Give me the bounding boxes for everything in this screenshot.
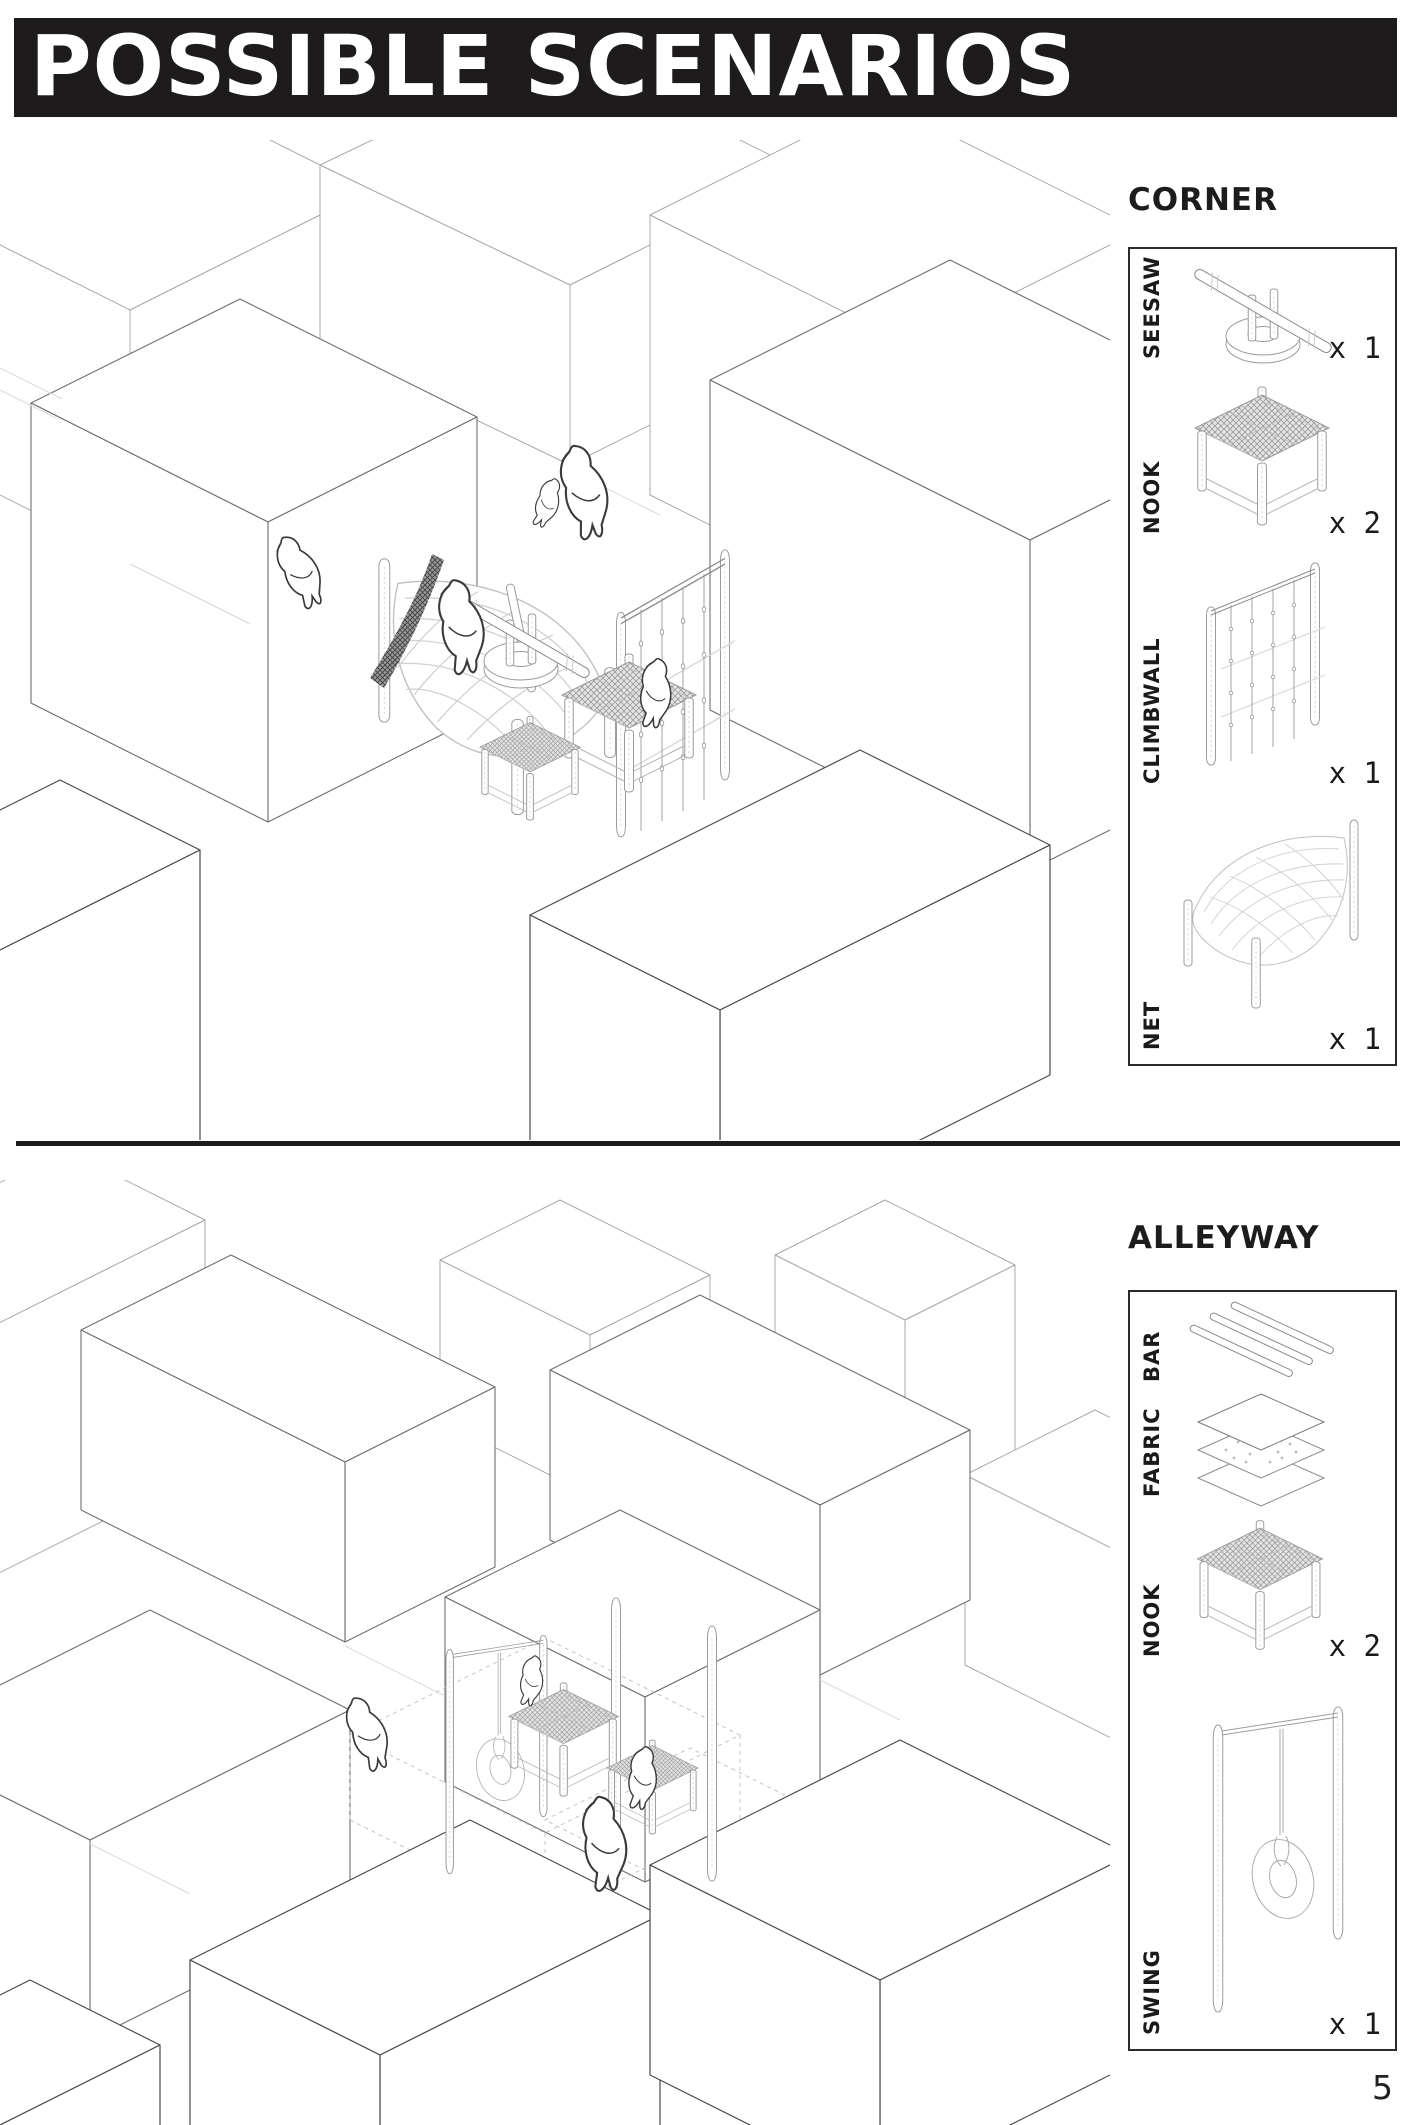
corner-scene-drawing <box>0 140 1110 1140</box>
legend-item-bar: BAR <box>1130 1292 1395 1392</box>
net-edge-hatch <box>370 554 444 688</box>
legend-item-seesaw: SEESAW x 1 <box>1130 249 1395 369</box>
page-number: 5 <box>1372 2068 1393 2107</box>
alley-post <box>706 1624 718 1883</box>
seesaw-icon <box>1178 251 1348 369</box>
alley-buildings-near <box>0 1739 1110 2125</box>
legend-count: x 1 <box>1328 756 1381 790</box>
corner-buildings-mid <box>30 259 1110 871</box>
corner-equipment <box>370 550 735 837</box>
climbwall-icon <box>1178 549 1348 789</box>
corner-legend-box: SEESAW x 1 NOOK x 2 CLIMBWALL x 1 NET x … <box>1128 247 1397 1066</box>
alley-street-lines <box>89 1645 901 1895</box>
legend-count: x 2 <box>1328 506 1381 540</box>
bird-icon <box>528 474 568 531</box>
alleyway-scene-drawing <box>0 1180 1110 2125</box>
legend-label: SWING <box>1140 1949 1164 2035</box>
bar-icon <box>1188 1300 1336 1379</box>
section-heading-corner: CORNER <box>1128 182 1278 218</box>
corner-street-lines <box>0 367 1031 931</box>
nook-icon <box>1182 381 1342 531</box>
page-title: POSSIBLE SCENARIOS <box>30 17 1077 115</box>
legend-label: NET <box>1140 1000 1164 1050</box>
net-icon <box>1166 812 1366 1032</box>
legend-count: x 1 <box>1328 331 1381 365</box>
corner-buildings-near <box>0 749 1051 1140</box>
nook-icon <box>1185 1515 1335 1655</box>
swing-icon <box>1185 1687 1365 2017</box>
legend-label: NOOK <box>1140 460 1164 534</box>
legend-label: BAR <box>1140 1330 1164 1382</box>
legend-item-nook: NOOK x 2 <box>1130 369 1395 544</box>
legend-item-climbwall: CLIMBWALL x 1 <box>1130 544 1395 794</box>
fabric-icon <box>1197 1393 1325 1507</box>
section-divider <box>16 1141 1400 1146</box>
legend-item-net: NET x 1 <box>1130 794 1395 1060</box>
legend-count: x 2 <box>1328 1629 1381 1663</box>
legend-label: SEESAW <box>1140 255 1164 359</box>
section-heading-alleyway: ALLEYWAY <box>1128 1220 1320 1256</box>
legend-count: x 1 <box>1328 1022 1381 1056</box>
legend-label: FABRIC <box>1140 1407 1164 1497</box>
legend-label: NOOK <box>1140 1583 1164 1657</box>
legend-item-nook: NOOK x 2 <box>1130 1507 1395 1667</box>
legend-item-swing: SWING x 1 <box>1130 1667 1395 2045</box>
alleyway-legend-box: BAR FABRIC NOOK x 2 SWING x 1 <box>1128 1290 1397 2051</box>
title-banner: POSSIBLE SCENARIOS <box>14 18 1397 117</box>
bird-icon <box>554 440 617 543</box>
legend-item-fabric: FABRIC <box>1130 1392 1395 1507</box>
legend-count: x 1 <box>1328 2007 1381 2041</box>
legend-label: CLIMBWALL <box>1140 637 1164 784</box>
